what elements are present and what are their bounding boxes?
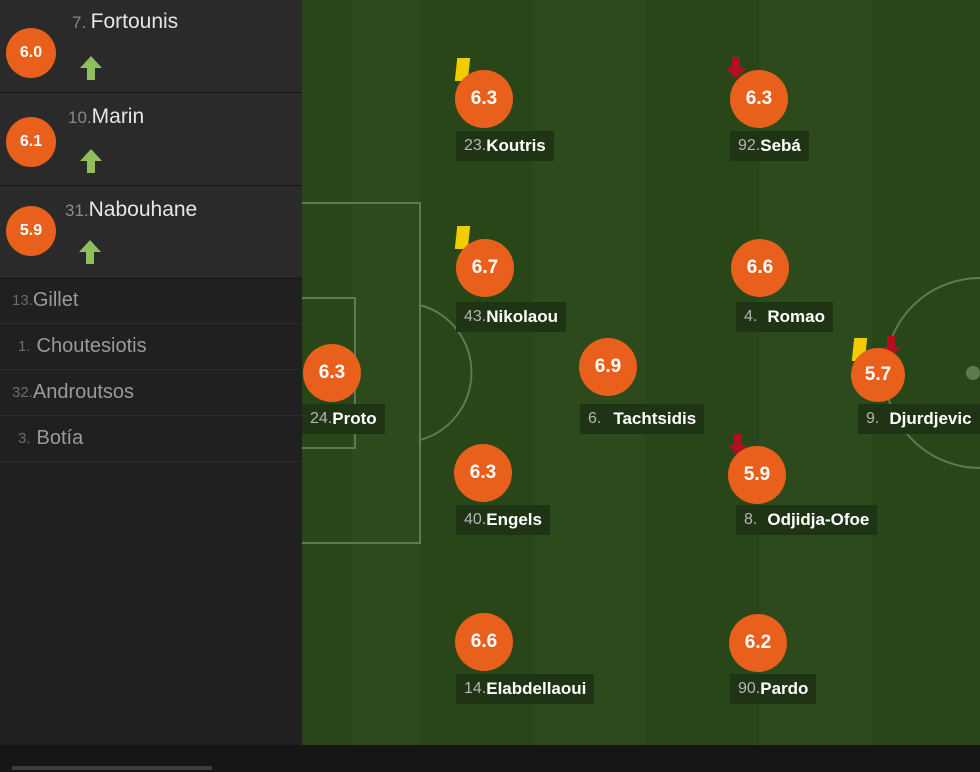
bench-player-row[interactable]: 1. Choutesiotis — [0, 324, 302, 370]
player-name: Romao — [767, 307, 825, 326]
substitutes-panel: 6.0 7. Fortounis 6.1 10.Marin 5.9 31.Nab… — [0, 0, 302, 772]
sub-out-arrow-icon — [726, 57, 746, 79]
player-label: 4. Romao — [736, 302, 833, 332]
substitute-row[interactable]: 6.1 10.Marin — [0, 93, 302, 186]
player-number: 40. — [464, 511, 487, 528]
player-label: 40.Engels — [456, 505, 550, 535]
player-number: 14. — [464, 680, 487, 697]
rating-badge: 5.9 — [728, 446, 786, 504]
player-number: 13. — [12, 292, 33, 309]
player-name: Proto — [332, 409, 377, 428]
player-label: 92.Sebá — [730, 131, 809, 161]
player-number: 1. — [18, 338, 31, 355]
sub-in-arrow-icon — [79, 240, 101, 264]
player-label: 90.Pardo — [730, 674, 817, 704]
player-label: 23.Koutris — [456, 131, 554, 161]
pitch: 6.3 24.Proto 6.3 23.Koutris 6.7 43.Nikol… — [302, 0, 980, 745]
player-name: Marin — [91, 105, 145, 128]
sub-in-arrow-icon — [80, 149, 102, 173]
player-number: 43. — [464, 308, 487, 325]
rating-badge: 6.3 — [303, 344, 361, 402]
player-name: Tachtsidis — [613, 409, 697, 428]
player-name: Pardo — [760, 679, 809, 698]
player-number: 4. — [744, 308, 758, 325]
sub-in-arrow-icon — [80, 56, 102, 80]
player-name: Botía — [36, 427, 84, 449]
player-label: 9. Djurdjevic — [858, 404, 980, 434]
player-label: 6. Tachtsidis — [580, 404, 705, 434]
player-name: Gillet — [32, 289, 79, 311]
player-name: Nabouhane — [88, 198, 198, 221]
horizontal-scrollbar[interactable] — [12, 766, 212, 770]
rating-badge: 5.7 — [851, 348, 905, 402]
player-label: 14.Elabdellaoui — [456, 674, 595, 704]
player-number: 32. — [12, 384, 33, 401]
player-number: 9. — [866, 410, 880, 427]
player-name: Koutris — [486, 136, 546, 155]
bench-player-row[interactable]: 32.Androutsos — [0, 370, 302, 416]
player-label: 10.Marin — [68, 105, 144, 129]
rating-badge: 6.3 — [730, 70, 788, 128]
player-label: 8. Odjidja-Ofoe — [736, 505, 878, 535]
player-name: Choutesiotis — [36, 335, 147, 357]
player-name: Fortounis — [90, 10, 179, 33]
player-label: 24.Proto — [302, 404, 385, 434]
player-number: 23. — [464, 137, 487, 154]
substitute-row[interactable]: 5.9 31.Nabouhane — [0, 186, 302, 279]
player-number: 8. — [744, 511, 758, 528]
bench-player-row[interactable]: 3. Botía — [0, 416, 302, 462]
rating-badge: 6.6 — [731, 239, 789, 297]
rating-badge: 6.6 — [455, 613, 513, 671]
player-number: 10. — [68, 108, 92, 127]
player-name: Androutsos — [32, 381, 135, 403]
rating-badge: 6.9 — [579, 338, 637, 396]
rating-badge: 6.2 — [729, 614, 787, 672]
rating-badge: 6.3 — [454, 444, 512, 502]
bench-player-row[interactable]: 13.Gillet — [0, 278, 302, 324]
substitute-row[interactable]: 6.0 7. Fortounis — [0, 0, 302, 93]
player-number: 24. — [310, 410, 333, 427]
player-number: 92. — [738, 137, 761, 154]
player-number: 7. — [72, 13, 87, 32]
player-label: 43.Nikolaou — [456, 302, 567, 332]
player-number: 90. — [738, 680, 761, 697]
rating-badge: 6.0 — [6, 28, 56, 78]
player-name: Engels — [486, 510, 542, 529]
player-name: Nikolaou — [486, 307, 559, 326]
rating-badge: 6.7 — [456, 239, 514, 297]
player-label: 7. Fortounis — [72, 10, 178, 34]
player-name: Odjidja-Ofoe — [767, 510, 870, 529]
rating-badge: 6.3 — [455, 70, 513, 128]
player-number: 31. — [65, 201, 89, 220]
player-name: Elabdellaoui — [486, 679, 587, 698]
player-number: 6. — [588, 410, 602, 427]
player-name: Sebá — [760, 136, 801, 155]
player-name: Djurdjevic — [889, 409, 972, 428]
player-label: 31.Nabouhane — [65, 198, 197, 222]
rating-badge: 5.9 — [6, 206, 56, 256]
player-number: 3. — [18, 430, 31, 447]
rating-badge: 6.1 — [6, 117, 56, 167]
